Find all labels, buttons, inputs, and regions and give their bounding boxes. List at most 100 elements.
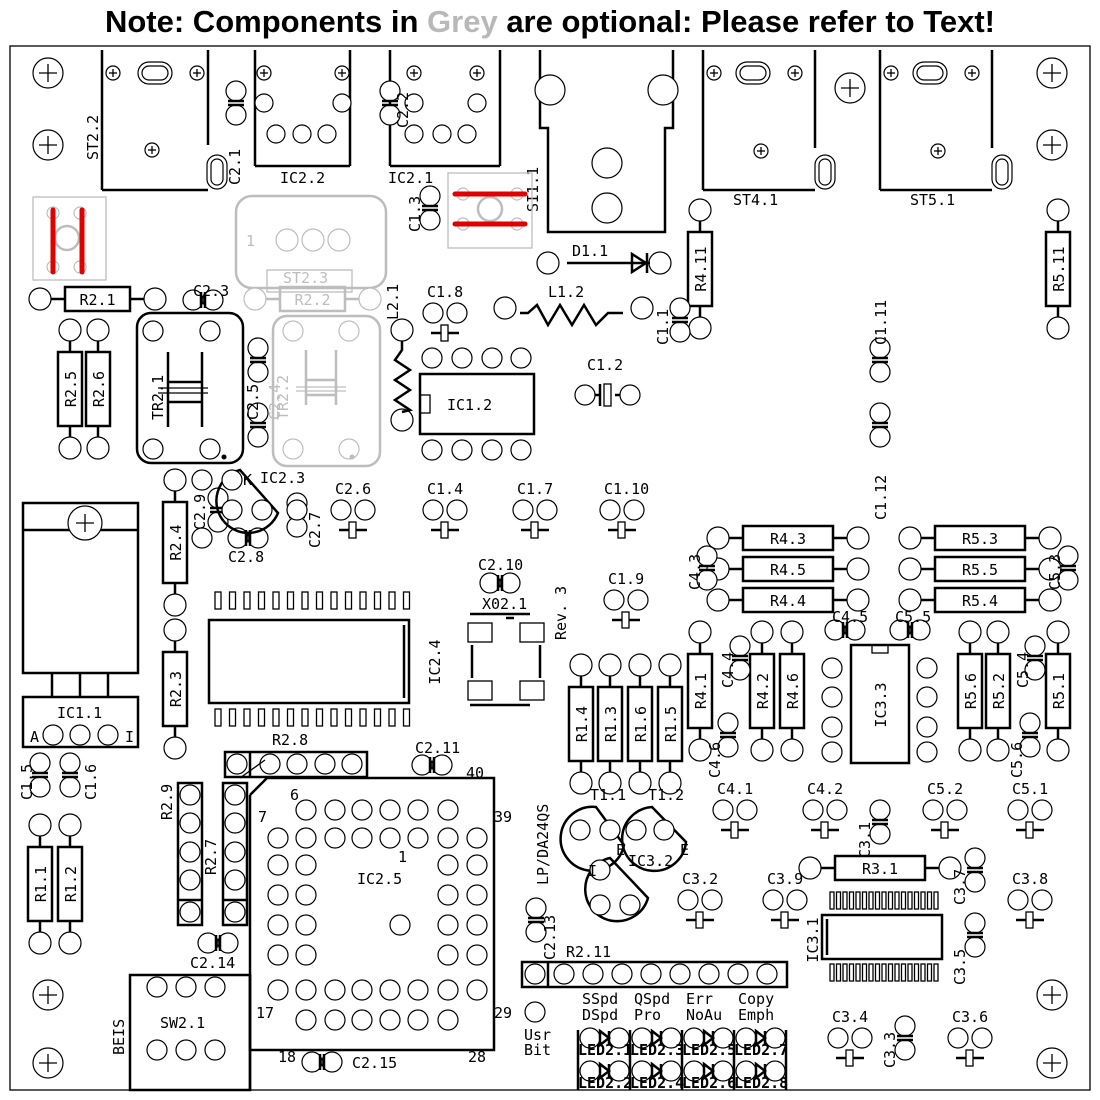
pad [259,753,281,775]
capacitor-C3.7: C3.7 [951,847,986,905]
pad [295,1009,317,1031]
pad [267,884,289,906]
pad [736,799,758,821]
pad [58,436,82,460]
capacitor-C1.8: C1.8 [422,283,468,342]
pad [389,914,411,936]
pad [421,347,443,369]
pad [481,347,503,369]
component-label: 1 [246,232,255,250]
resistor-R3.1: R3.1 [798,854,962,882]
pad [407,1009,429,1031]
component-label: R5.6 [962,673,980,709]
capacitor-C2.1: C2.1 [225,80,247,185]
component-label: IC2.5 [357,870,402,888]
component-label: C1.11 [872,300,890,345]
component-label: 18 [278,1048,296,1066]
capacitor-C3.2: C3.2 [677,870,723,929]
pad [59,752,81,774]
pad [898,557,922,581]
pad [630,296,654,320]
component-label: T1.2 [648,786,684,804]
ic-IC3.3: IC3.3 [821,643,938,765]
pad [574,384,596,406]
component-label: T1.1 [590,786,626,804]
pad [247,337,269,359]
pad [247,361,269,383]
pad [619,894,641,916]
component-label: A [30,728,39,746]
pad [221,469,243,491]
connector-ST5.1: ST5.1 [878,50,1013,209]
component-label: Copy [738,990,774,1008]
pad [493,296,517,320]
mounting-hole-icon [32,979,64,1011]
pad [756,963,778,985]
component-label: R2.7 [202,839,220,875]
component-label: C5.2 [927,780,963,798]
component-label: C3.3 [881,1032,899,1068]
capacitor- [247,337,269,383]
resistor-R2.3: R2.3 [161,618,189,760]
pad [451,347,473,369]
resistor-R5.3: R5.3 [898,524,1062,552]
pad [598,653,622,677]
component-label: 17 [256,1004,274,1022]
pad [282,438,304,460]
pad [457,124,477,144]
header-R2.8: R2.8 [223,731,369,779]
jumper-top-optional [447,172,533,249]
capacitor-C5.4: C5.4 [1014,635,1046,688]
pad [553,963,575,985]
resistor-R1.1: R1.1 [26,813,54,955]
pad [851,1027,873,1049]
component-label: 7 [258,808,267,826]
pad [358,287,382,311]
mounting-hole-icon [32,1047,64,1079]
pad [224,812,246,834]
pad [225,104,247,126]
pad [536,499,558,521]
component-label: ST2.3 [283,269,328,287]
capacitor-C3.9: C3.9 [762,870,808,929]
component-label: C2.6 [335,480,371,498]
board-side-label: BEIS [110,1019,128,1055]
pad [780,620,804,644]
capacitor-C4.4: C4.4 [719,635,751,688]
capacitor-C2.3: C2.3 [182,282,229,311]
pad [327,228,351,252]
pad [1031,889,1053,911]
component-label: L2.1 [384,284,402,320]
pad [510,439,532,461]
pad [466,979,488,1001]
pad [390,318,414,342]
pad [653,819,675,841]
pad [1038,588,1062,612]
component-label: X02.1 [482,595,527,613]
capacitor-C2.8: C2.8 [227,527,269,566]
pad [802,799,824,821]
component-label: E [680,841,689,859]
component-label: C4.5 [832,608,868,626]
pad [844,619,866,641]
pad [431,754,453,776]
resistor-R4.2: R4.2 [748,620,776,762]
pad [407,827,429,849]
capacitor-C5.2: C5.2 [922,780,968,839]
component-label: ST4.1 [733,191,778,209]
component-label: R4.6 [784,673,802,709]
component-label: E [616,841,625,859]
component-label: NoAu [686,1006,722,1024]
pad [143,287,167,311]
component-label: IC2.3 [260,469,305,487]
component-label: R1.5 [662,706,680,742]
resistor-R2.5: R2.5 [56,318,84,460]
component-label: Emph [738,1006,774,1024]
resistor-R4.5: R4.5 [706,555,870,583]
pad [1031,799,1053,821]
pad [163,618,187,642]
capacitor-C5.5: C5.5 [889,608,931,641]
pad [1046,620,1070,644]
pad [821,657,843,679]
pad [163,593,187,617]
